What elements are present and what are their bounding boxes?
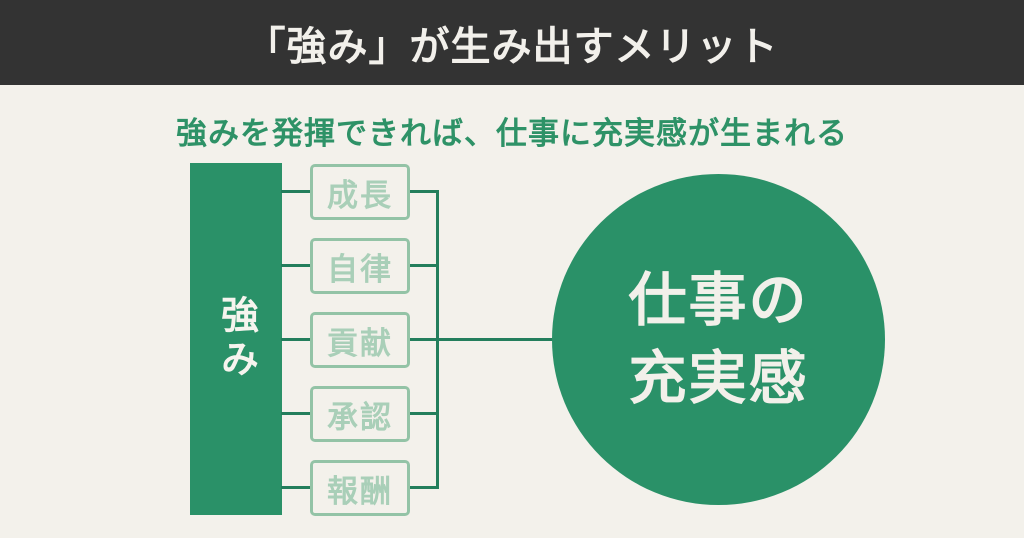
factor-label-reward: 報酬 [327, 473, 393, 509]
factor-label-autonomy: 自律 [327, 251, 393, 287]
subtitle-text: 強みを発揮できれば、仕事に充実感が生まれる [176, 116, 848, 151]
page-title: 「強み」が生み出すメリット [245, 24, 779, 69]
connector-source-factor-2 [281, 264, 311, 267]
connector-source-factor-4 [281, 412, 311, 415]
factor-box-recognition: 承認 [310, 386, 410, 442]
factor-label-recognition: 承認 [327, 399, 393, 435]
strengths-source-label: 強み [214, 295, 257, 383]
result-label-line1: 仕事の [628, 267, 809, 333]
factor-label-contribution: 貢献 [327, 325, 393, 361]
connector-factor-2-trunk [409, 264, 439, 267]
connector-factor-3-trunk [409, 338, 439, 341]
strengths-source-box: 強み [190, 163, 282, 515]
header-bar: 「強み」が生み出すメリット [0, 0, 1024, 85]
factor-box-autonomy: 自律 [310, 238, 410, 294]
factor-box-reward: 報酬 [310, 460, 410, 516]
factor-label-growth: 成長 [327, 177, 393, 213]
result-label-line2: 充実感 [628, 345, 809, 411]
factor-box-growth: 成長 [310, 164, 410, 220]
connector-factor-1-trunk [409, 190, 439, 193]
connector-source-factor-5 [281, 486, 311, 489]
connector-trunk-result [436, 338, 561, 341]
connector-factor-4-trunk [409, 412, 439, 415]
factor-box-contribution: 貢献 [310, 312, 410, 368]
connector-source-factor-3 [281, 338, 311, 341]
connector-factor-5-trunk [409, 486, 439, 489]
connector-source-factor-1 [281, 190, 311, 193]
result-circle: 仕事の 充実感 [552, 174, 885, 505]
